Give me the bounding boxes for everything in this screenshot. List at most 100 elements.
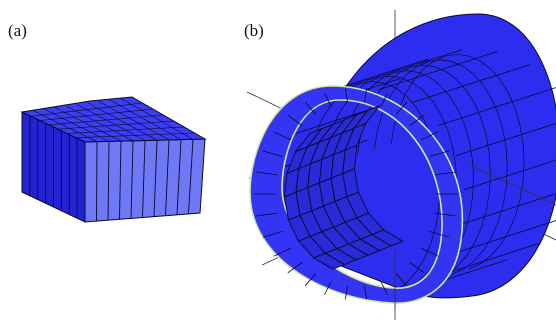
mesh-line [472,159,474,179]
mesh-line [389,71,401,81]
front-rim-mesh [254,88,458,300]
mesh-line [76,104,146,141]
mesh-line [420,247,439,257]
mesh-line [486,136,490,155]
mesh-line [400,66,412,73]
mesh-line [481,210,487,228]
mesh-line [497,204,504,222]
mesh-line [388,84,398,99]
mesh-line [508,216,516,232]
mesh-line [499,231,509,246]
mesh-line [444,220,556,257]
mesh-line [380,281,388,295]
mesh-line [473,250,484,262]
mesh-line [466,90,476,105]
mesh-line [434,212,456,217]
mesh-line [462,66,474,75]
mesh-line [434,66,447,73]
mesh-line [429,150,450,157]
mesh-line [344,88,348,103]
mesh-line [412,82,424,91]
mesh-line [109,99,182,140]
cylinder [246,10,556,320]
mesh-line [464,215,470,233]
mesh-line [451,61,464,67]
mesh-line [429,231,450,238]
mesh-line [165,139,170,216]
mesh-line [522,143,525,163]
mesh-line [522,162,525,182]
mesh-line [262,231,283,238]
mesh-line [30,102,143,117]
mesh-line [87,102,158,141]
mesh-line [469,141,473,161]
mesh-cell [352,104,382,130]
mesh-line [256,171,278,176]
mesh-line [390,125,395,144]
mesh-line [502,186,507,205]
mesh-line [456,79,467,91]
mesh-line [457,109,465,125]
mesh-line [514,108,521,126]
mesh-line [468,263,481,270]
mesh-line [415,258,425,273]
mesh-line [344,49,463,89]
mesh-line [422,90,434,102]
mesh-line [519,181,524,200]
mesh-line [499,79,509,94]
mesh-line [452,147,457,166]
mesh-line [395,87,407,97]
mesh-line [344,285,348,300]
mesh-line [406,66,418,75]
mesh-line [98,101,170,141]
mesh-line [65,105,134,142]
mesh-line [373,130,378,150]
mesh-line [417,61,429,67]
mesh-line [466,242,476,257]
mesh-line [389,75,402,79]
mesh-line [406,272,417,284]
mesh-line [505,149,508,168]
mesh-line [491,221,499,238]
mesh-line [435,208,440,227]
mesh-line [66,126,185,134]
mesh-line [413,68,424,80]
mesh-line [447,130,453,148]
mesh-line [43,108,110,142]
mesh-line [372,81,385,84]
mesh-line [75,132,195,139]
mesh-line [497,113,504,132]
mesh-line [273,131,292,141]
mesh-line [468,55,481,62]
mesh-line [479,255,491,265]
mesh-line [434,171,456,176]
mesh-line [153,140,158,217]
mesh-line [457,54,469,57]
mesh-line [440,59,452,62]
mesh-line [406,70,419,73]
mesh-line [380,79,391,91]
mesh-line [409,262,425,274]
mesh-line [429,76,441,86]
mesh-line [446,71,458,81]
mesh-line [489,173,491,193]
mesh-line [481,119,487,137]
mesh-line [502,130,507,150]
mesh-line [364,88,368,103]
mesh-line [364,285,368,300]
mesh-line [372,76,384,86]
mesh-line [120,98,194,140]
mesh-line [459,193,556,226]
mesh-line [396,74,408,86]
front-rim [249,85,464,304]
mesh-line [508,92,516,109]
mesh-line [304,101,317,115]
mesh-line [380,93,388,107]
mesh-line [483,84,492,99]
axis-lines-front [394,164,556,310]
mesh-line [474,227,482,243]
mesh-line [430,226,437,244]
mesh-line [479,60,491,70]
mesh-line [415,106,425,121]
